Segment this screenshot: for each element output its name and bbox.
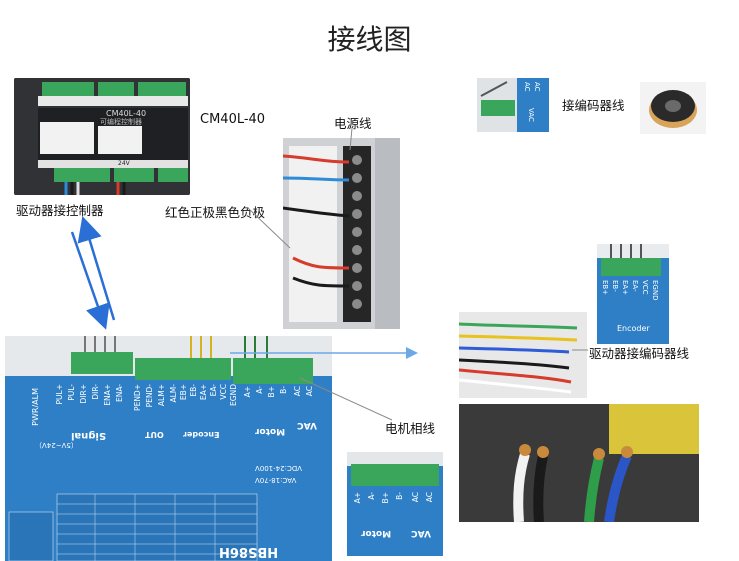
driver-to-encoder-label: 驱动器接编码器线	[589, 346, 690, 361]
encoder-driver-pin-4: EA-	[631, 280, 639, 292]
power-terminal-graphic	[283, 138, 400, 329]
power-line-label: 电源线	[334, 116, 372, 131]
motor-driver-photo: A+ A- B+ B- AC AC Motor VAC	[347, 452, 443, 556]
controller-subtitle: 可编程控制器	[100, 118, 142, 126]
motor-phase-label: 电机相线	[385, 421, 436, 436]
leader-power	[349, 127, 353, 151]
encoder-thumb-photo: AC AC VAC	[477, 78, 549, 132]
controller-graphic	[14, 78, 190, 195]
encoder-connect-label: 接编码器线	[562, 98, 625, 113]
encoder-driver-graphic	[597, 244, 669, 344]
encoder-wires-graphic	[459, 312, 587, 398]
controller-model-text: CM40L-40	[106, 109, 147, 118]
leader-polarity	[247, 207, 291, 249]
arrow-up	[77, 216, 116, 321]
motor-driver-graphic	[347, 452, 443, 556]
encoder-driver-pin-2: EB-	[611, 280, 619, 292]
encoder-driver-pin-1: EB+	[601, 280, 609, 296]
leader-motor	[299, 377, 393, 421]
polarity-label: 红色正极黑色负极	[165, 205, 266, 220]
encoder-driver-photo: EB+ EB- EA+ EA- VCC EGND Encoder	[597, 244, 669, 344]
encoder-thumb-graphic	[477, 78, 549, 132]
encoder-thumb-pin-1: AC	[523, 82, 531, 92]
motor-wires-photo	[459, 404, 699, 522]
encoder-wires-photo	[459, 312, 587, 398]
encoder-thumb-pin-2: AC	[533, 82, 541, 92]
encoder-driver-group: Encoder	[617, 324, 650, 333]
toroid-graphic	[649, 90, 697, 128]
controller-model-label: CM40L-40	[200, 112, 266, 127]
power-terminal-photo	[283, 138, 400, 329]
motor-wires-graphic	[459, 404, 699, 522]
arrow-down	[70, 231, 110, 330]
encoder-driver-pin-5: VCC	[641, 280, 649, 295]
driver-photo: PWR/ALM PUL+ PUL- DIR+ DIR- ENA+ ENA- PE…	[5, 336, 332, 561]
toroid-photo	[640, 82, 706, 134]
controller-voltage-mark: 24V	[118, 160, 130, 167]
page-title: 接线图	[327, 23, 412, 56]
encoder-thumb-title: VAC	[527, 108, 535, 122]
encoder-driver-pin-3: EA+	[621, 280, 629, 296]
driver-to-controller-label: 驱动器接控制器	[16, 203, 104, 218]
driver-graphic	[5, 336, 332, 561]
controller-photo: CM40L-40 可编程控制器 24V	[14, 78, 190, 195]
encoder-driver-pin-6: EGND	[651, 280, 659, 301]
